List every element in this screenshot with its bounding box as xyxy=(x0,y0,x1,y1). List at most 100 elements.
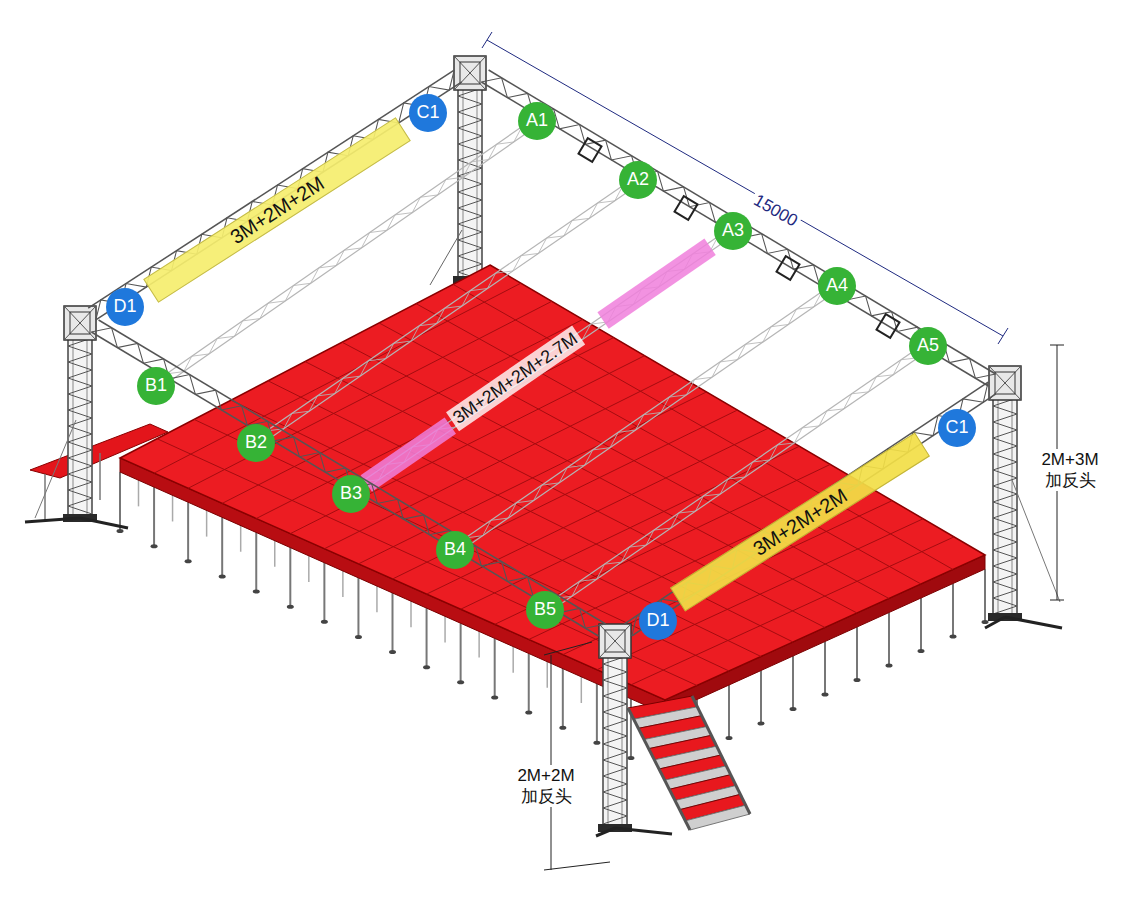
tower-body xyxy=(603,648,627,828)
tower-head-brace xyxy=(599,624,631,658)
tower-lacing xyxy=(993,390,1017,614)
stage-foot xyxy=(219,574,226,578)
stage-leg xyxy=(357,578,359,636)
dimension-tick xyxy=(1050,600,1064,601)
stair-stringer xyxy=(692,696,750,814)
highlight-band xyxy=(603,247,710,321)
tower-head xyxy=(64,306,96,340)
truss-chord xyxy=(96,82,462,320)
callout-circle: D1 xyxy=(639,602,677,640)
dimension-line xyxy=(487,40,1003,336)
stage-leg xyxy=(119,472,121,530)
stage-leg xyxy=(221,517,223,575)
truss-lacing xyxy=(481,78,995,378)
node-text: B5 xyxy=(534,600,556,620)
node-text: C1 xyxy=(416,103,439,123)
stage-foot xyxy=(950,635,957,639)
dimension-value: 15000 xyxy=(747,188,804,233)
tower-head xyxy=(599,624,631,658)
tower-chord xyxy=(608,648,609,828)
callout-circle: C1 xyxy=(409,94,447,132)
tower-outrigger xyxy=(25,518,80,522)
stage-leg xyxy=(984,569,986,621)
truss-tower xyxy=(63,306,97,522)
stage-foot xyxy=(627,756,634,760)
callout-circle: A2 xyxy=(619,161,657,199)
truss-lacing xyxy=(457,289,839,553)
tower-chord xyxy=(87,330,88,518)
tower-head-frame xyxy=(460,62,480,84)
tower-outrigger xyxy=(80,518,128,528)
truss-chord xyxy=(258,183,640,446)
tower-head-brace xyxy=(64,306,96,340)
stage-leg xyxy=(426,608,428,666)
tower-outrigger xyxy=(615,828,672,834)
truss-lacing xyxy=(632,382,988,636)
stage-foot xyxy=(151,544,158,548)
stage-foot xyxy=(253,590,260,594)
callout-circle: B3 xyxy=(332,475,370,513)
dimension-tick xyxy=(482,32,492,48)
stage-leg xyxy=(323,563,325,621)
cross-truss xyxy=(349,228,736,498)
stage-leg xyxy=(888,613,890,665)
cross-truss xyxy=(254,177,641,447)
callout-circle: B4 xyxy=(436,531,474,569)
node-text: D1 xyxy=(113,297,136,317)
deck-joint xyxy=(194,419,729,671)
truss-chord xyxy=(88,70,454,308)
stage-leg xyxy=(728,685,730,737)
deck-joint xyxy=(268,381,793,642)
dimension-tick xyxy=(544,642,592,655)
tower-chord xyxy=(1012,390,1013,617)
guy-wire xyxy=(1012,480,1060,602)
callout-circle: C1 xyxy=(938,409,976,447)
deck-joint xyxy=(453,284,953,569)
stage-leg xyxy=(824,642,826,694)
tower-body xyxy=(458,80,482,280)
truss-chord xyxy=(349,228,731,491)
tower-body xyxy=(68,330,92,518)
dimension-note: 2M+2M 加反头 xyxy=(509,765,583,808)
stage-leg xyxy=(952,584,954,636)
stage-foot xyxy=(457,680,464,684)
length-band: 3M+2M+2M xyxy=(143,117,411,303)
tower-body xyxy=(993,390,1017,617)
node-text: A1 xyxy=(526,111,548,131)
stage-leg xyxy=(255,533,257,591)
deck-joint xyxy=(305,362,825,628)
callout-circle: B1 xyxy=(137,367,175,405)
stage-foot xyxy=(321,620,328,624)
dimension-tick xyxy=(1050,345,1064,346)
stage-deck xyxy=(120,265,985,700)
deck-joint xyxy=(157,439,697,686)
stage-foot xyxy=(822,693,829,697)
cross-truss xyxy=(453,283,840,554)
node-text: 3M+2M+2M xyxy=(226,172,328,248)
tower-lacing xyxy=(603,648,627,824)
tower-head-brace xyxy=(454,56,486,90)
stage-foot xyxy=(185,559,192,563)
stage-foot xyxy=(758,722,765,726)
cross-truss xyxy=(543,343,931,614)
stage-leg xyxy=(856,627,858,679)
stage-leg xyxy=(494,638,496,696)
stage-leg xyxy=(44,474,46,520)
main-truss xyxy=(91,320,605,636)
tower-lacing xyxy=(68,330,92,514)
stage-foot xyxy=(854,678,861,682)
stage-leg xyxy=(153,487,155,545)
stage-foot xyxy=(423,665,430,669)
length-label: 3M+2M+2M+2.7M xyxy=(446,325,584,430)
tower-head-brace xyxy=(64,306,96,340)
node-text: A5 xyxy=(917,336,939,356)
stair-stringer xyxy=(628,708,690,830)
truss-frame xyxy=(675,196,698,220)
tower-outrigger xyxy=(985,617,1005,628)
stage-leg xyxy=(562,669,564,727)
tower-outrigger xyxy=(596,828,615,836)
tower-lacing xyxy=(458,80,482,280)
stairs xyxy=(628,696,750,830)
